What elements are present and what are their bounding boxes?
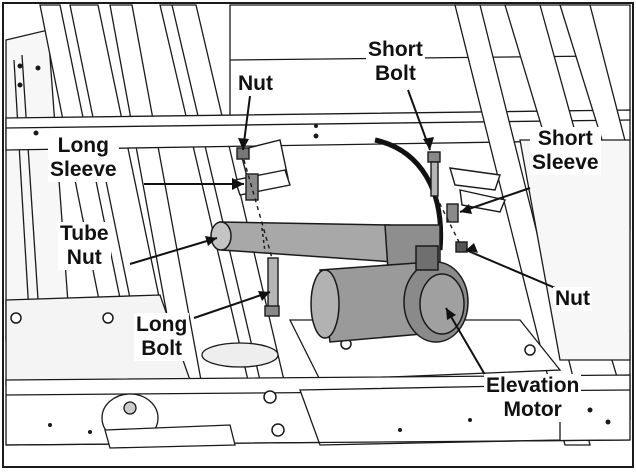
leader-arrowheads [205,137,478,320]
label-tube-nut: Tube Nut [58,222,111,270]
right-nut [455,241,468,253]
long-bolt-part [267,257,279,311]
label-nut-right-text: Nut [555,287,590,310]
elevation-motor [310,224,469,343]
label-long-bolt-line1: Long [136,313,188,336]
hardware-parts [236,147,468,317]
label-long-sleeve-line1: Long [57,134,109,157]
label-short-sleeve-line2: Sleeve [532,151,599,174]
leader-long-bolt [193,291,271,319]
label-short-bolt-line2: Bolt [375,62,416,85]
label-elevation-motor-line1: Elevation [486,374,580,397]
leader-nut-right [465,249,561,291]
label-long-bolt-line2: Bolt [141,337,183,360]
label-nut-top: Nut [236,72,275,96]
label-short-sleeve: Short Sleeve [530,127,601,175]
label-long-sleeve: Long Sleeve [48,134,119,182]
frame-fasteners [10,63,611,437]
label-elevation-motor-line2: Motor [503,398,562,421]
label-short-bolt: Short Bolt [366,38,425,86]
leader-tube-nut [129,237,218,265]
label-short-bolt-line1: Short [368,38,423,61]
label-long-bolt: Long Bolt [134,313,190,361]
label-tube-nut-line1: Tube [60,222,109,245]
short-bolt-head [427,151,441,163]
long-sleeve-part [245,173,259,201]
short-bolt-part [430,161,439,197]
leader-short-sleeve [459,187,531,213]
label-elevation-motor: Elevation Motor [484,374,582,422]
label-tube-nut-line2: Nut [66,246,102,269]
leader-elevation-motor [445,307,489,381]
label-long-sleeve-line2: Sleeve [50,158,117,181]
label-nut-top-text: Nut [238,72,273,95]
label-short-sleeve-line1: Short [537,127,593,150]
short-sleeve-part [446,203,459,223]
label-nut-right: Nut [553,287,592,311]
